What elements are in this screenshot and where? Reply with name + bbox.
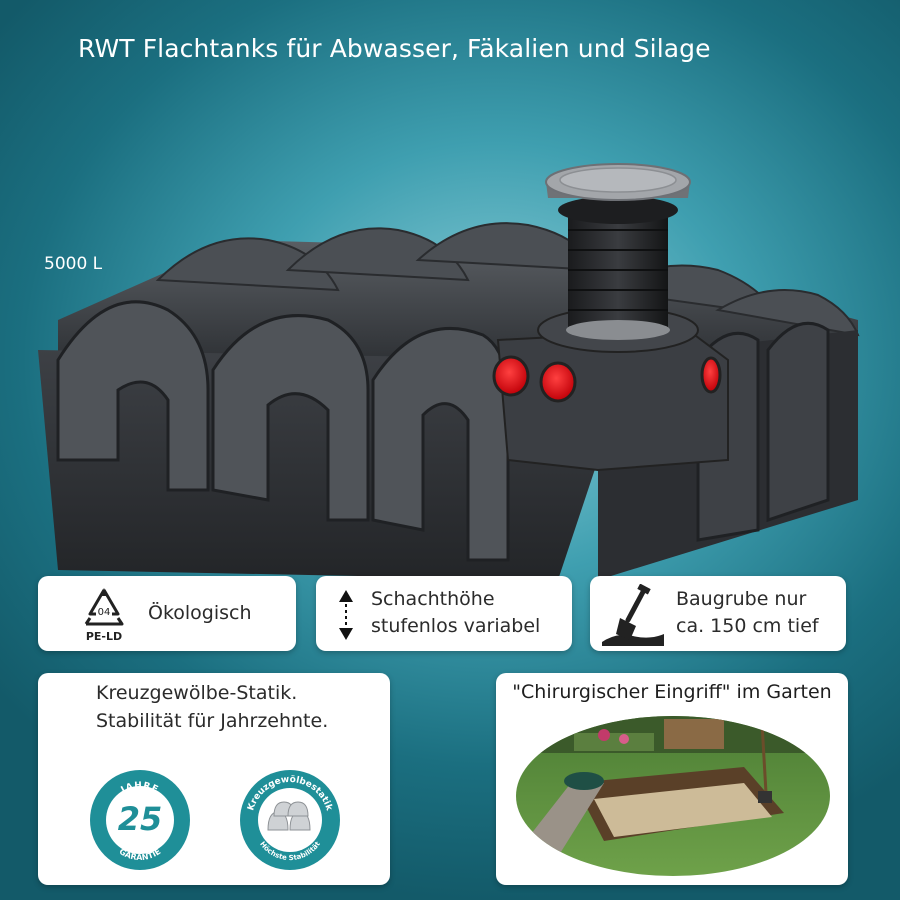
garden-card: "Chirurgischer Eingriff" im Garten: [496, 673, 848, 885]
feature-card-shaft-height: Schachthöhe stufenlos variabel: [316, 576, 572, 651]
svg-text:GARANTIE: GARANTIE: [118, 847, 163, 862]
recycle-code: 04: [98, 607, 111, 618]
tank-image: [38, 163, 860, 580]
svg-text:JAHRE: JAHRE: [119, 781, 160, 796]
page-title: RWT Flachtanks für Abwasser, Fäkalien un…: [78, 34, 711, 63]
recycling-pe-ld-icon: 04 PE-LD: [84, 588, 124, 643]
statics-card: Kreuzgewölbe-Statik. Stabilität für Jahr…: [38, 673, 390, 885]
feature-card-pit-depth: Baugrube nur ca. 150 cm tief: [590, 576, 846, 651]
feature-line-shaft-2: stufenlos variabel: [371, 615, 541, 637]
garden-title: "Chirurgischer Eingriff" im Garten: [512, 681, 832, 703]
statics-line-2: Stabilität für Jahrzehnte.: [96, 710, 329, 732]
statics-line-1: Kreuzgewölbe-Statik.: [96, 682, 298, 704]
feature-line-pit-2: ca. 150 cm tief: [676, 615, 819, 637]
feature-label-ecological: Ökologisch: [148, 602, 252, 624]
recycle-material: PE-LD: [86, 630, 122, 643]
capacity-label: 5000 L: [44, 254, 103, 274]
feature-line-pit-1: Baugrube nur: [676, 588, 807, 610]
feature-line-shaft-1: Schachthöhe: [371, 588, 495, 610]
garden-photo: [516, 716, 830, 876]
badge-guarantee-text: GARANTIE: [118, 847, 163, 862]
badge-number: 25: [118, 800, 163, 838]
feature-card-ecological: 04 PE-LD Ökologisch: [38, 576, 296, 651]
shovel-icon: [602, 584, 664, 646]
cross-vault-statics-badge: Kreuzgewölbestatik Höchste Stabilität: [240, 770, 340, 870]
guarantee-25-badge: JAHRE 25 GARANTIE: [90, 770, 190, 870]
badge-years-text: JAHRE: [119, 781, 159, 796]
up-down-arrow-icon: [339, 590, 353, 640]
